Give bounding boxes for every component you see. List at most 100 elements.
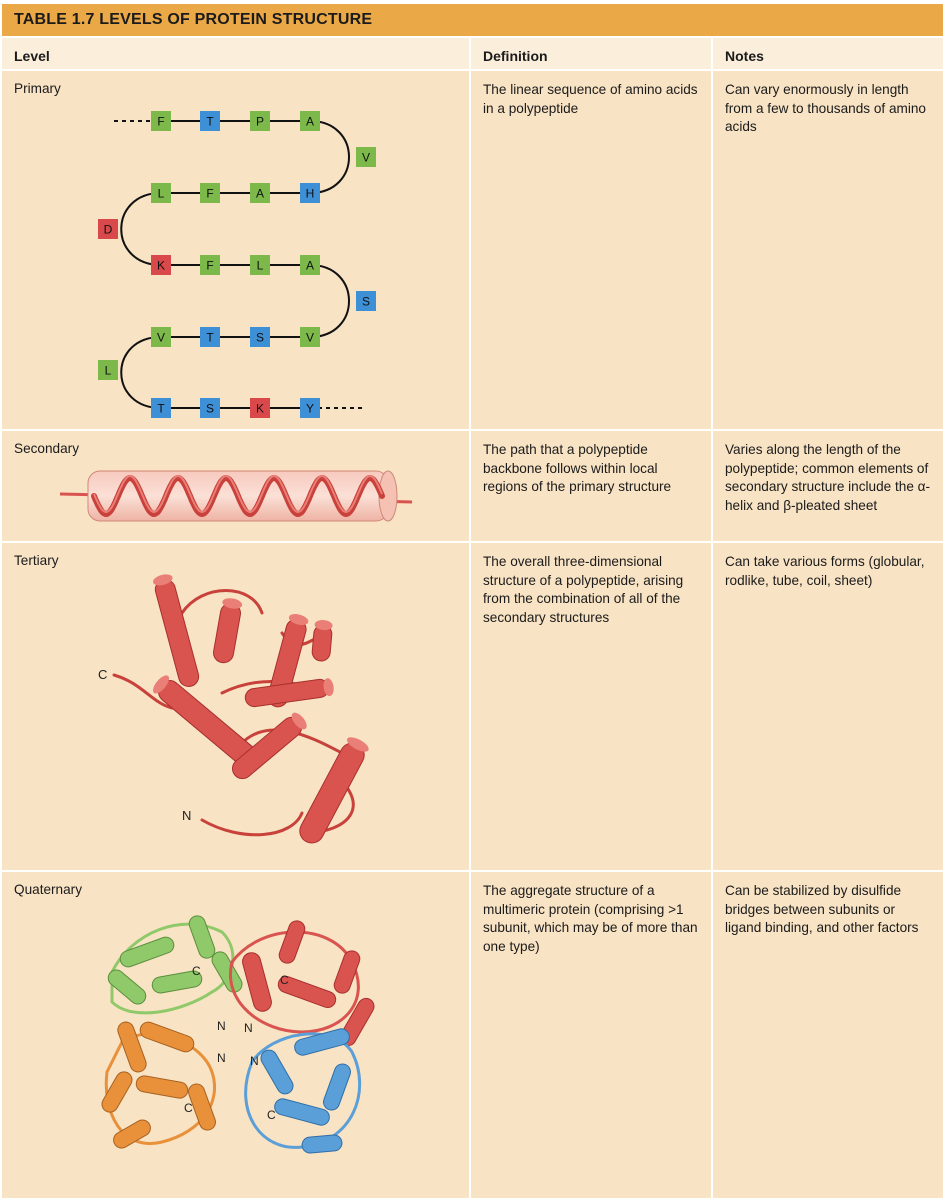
quaternary-label-c-3: C <box>184 1101 193 1115</box>
primary-definition-cell: The linear sequence of amino acids in a … <box>471 71 711 429</box>
tertiary-notes: Can take various forms (globular, rodlik… <box>725 554 925 588</box>
header-level-label: Level <box>14 48 50 64</box>
amino-acid-row1-4: A <box>300 111 320 131</box>
amino-acid-row3-2: F <box>200 255 220 275</box>
tertiary-definition-cell: The overall three-dimensional structure … <box>471 543 711 870</box>
amino-acid-letter: S <box>206 402 214 416</box>
tertiary-level-label: Tertiary <box>14 553 59 568</box>
amino-acid-turn-1: V <box>356 147 376 167</box>
quaternary-notes: Can be stabilized by disulfide bridges b… <box>725 883 919 935</box>
quaternary-definition-cell: The aggregate structure of a multimeric … <box>471 872 711 1198</box>
amino-acid-letter: L <box>105 364 112 378</box>
tertiary-structure-diagram: C N <box>98 574 369 844</box>
quaternary-label-n-1: N <box>217 1019 226 1033</box>
amino-acid-row2-2: F <box>200 183 220 203</box>
quaternary-label-n-3: N <box>217 1051 226 1065</box>
amino-acid-row3-3: L <box>250 255 270 275</box>
primary-notes-cell: Can vary enormously in length from a few… <box>713 71 943 429</box>
amino-acid-letter: K <box>256 402 264 416</box>
amino-acid-letter: A <box>256 187 264 201</box>
primary-structure-diagram: F T P A L F A H K F L A V T S V T S K Y V D S L <box>98 111 376 418</box>
tertiary-n-terminus-label: N <box>182 808 191 823</box>
secondary-notes: Varies along the length of the polypepti… <box>725 442 931 513</box>
amino-acid-letter: H <box>306 187 315 201</box>
amino-acid-row1-1: F <box>151 111 171 131</box>
amino-acid-turn-3: S <box>356 291 376 311</box>
quaternary-structure-diagram: C C N N N N C C <box>101 915 375 1154</box>
secondary-level-cell: Secondary <box>2 431 469 541</box>
amino-acid-letter: T <box>157 402 165 416</box>
secondary-definition-cell: The path that a polypeptide backbone fol… <box>471 431 711 541</box>
primary-level-label: Primary <box>14 81 61 96</box>
tertiary-level-cell: Tertiary C N <box>2 543 469 870</box>
secondary-definition: The path that a polypeptide backbone fol… <box>483 442 672 494</box>
chain-turn-3 <box>309 264 350 338</box>
amino-acid-letter: S <box>256 331 264 345</box>
amino-acid-row4-3: S <box>250 327 270 347</box>
amino-acid-letter: F <box>206 259 213 273</box>
quaternary-label-c-4: C <box>267 1108 276 1122</box>
amino-acid-letter: V <box>362 151 370 165</box>
amino-acid-row5-4: Y <box>300 398 320 418</box>
amino-acid-row4-1: V <box>151 327 171 347</box>
amino-acid-letter: F <box>206 187 213 201</box>
header-notes-label: Notes <box>725 48 764 64</box>
tertiary-definition: The overall three-dimensional structure … <box>483 554 684 625</box>
amino-acid-row5-2: S <box>200 398 220 418</box>
primary-notes: Can vary enormously in length from a few… <box>725 82 926 134</box>
alpha-helix-diagram <box>59 470 413 522</box>
quaternary-definition: The aggregate structure of a multimeric … <box>483 883 698 954</box>
quaternary-level-label: Quaternary <box>14 882 83 897</box>
subunit-red <box>229 920 375 1047</box>
chain-turn-2 <box>120 192 162 266</box>
amino-acid-row3-4: A <box>300 255 320 275</box>
secondary-level-label: Secondary <box>14 441 79 456</box>
secondary-notes-cell: Varies along the length of the polypepti… <box>713 431 943 541</box>
amino-acid-row1-3: P <box>250 111 270 131</box>
amino-acid-letter: L <box>158 187 165 201</box>
quaternary-label-n-4: N <box>250 1054 259 1068</box>
header-notes: Notes <box>713 38 943 69</box>
helix-ribbon-highlight <box>93 474 383 514</box>
header-definition-label: Definition <box>483 48 548 64</box>
amino-acid-row2-3: A <box>250 183 270 203</box>
amino-acid-row2-1: L <box>151 183 171 203</box>
tertiary-notes-cell: Can take various forms (globular, rodlik… <box>713 543 943 870</box>
amino-acid-row1-2: T <box>200 111 220 131</box>
tertiary-c-terminus-label: C <box>98 667 107 682</box>
amino-acid-letter: L <box>257 259 264 273</box>
amino-acid-row5-1: T <box>151 398 171 418</box>
primary-level-cell: Primary F T P A L F A H K F L A V T S V T S K Y V D S L <box>2 71 469 429</box>
amino-acid-letter: T <box>206 115 214 129</box>
primary-definition: The linear sequence of amino acids in a … <box>483 82 698 116</box>
amino-acid-turn-4: L <box>98 360 118 380</box>
subunit-orange <box>101 1021 217 1149</box>
amino-acid-turn-2: D <box>98 219 118 239</box>
tertiary-helices <box>152 574 369 844</box>
amino-acid-letter: V <box>306 331 314 345</box>
amino-acid-row3-1: K <box>151 255 171 275</box>
amino-acid-letter: F <box>157 115 164 129</box>
amino-acid-letter: P <box>256 115 264 129</box>
chain-backbone <box>114 120 364 409</box>
quaternary-label-c-1: C <box>192 964 201 978</box>
quaternary-label-n-2: N <box>244 1021 253 1035</box>
chain-turn-4 <box>120 336 162 409</box>
header-definition: Definition <box>471 38 711 69</box>
quaternary-level-cell: Quaternary <box>2 872 469 1198</box>
amino-acid-row4-2: T <box>200 327 220 347</box>
amino-acid-sequence: F T P A L F A H K F L A V T S V T S K Y V D S L <box>98 111 376 418</box>
amino-acid-letter: D <box>104 223 113 237</box>
header-level: Level <box>2 38 469 69</box>
amino-acid-letter: V <box>157 331 165 345</box>
amino-acid-row5-3: K <box>250 398 270 418</box>
quaternary-label-c-2: C <box>280 973 289 987</box>
amino-acid-letter: A <box>306 115 314 129</box>
subunit-blue <box>244 1028 362 1154</box>
amino-acid-letter: T <box>206 331 214 345</box>
subunit-green <box>107 915 243 1015</box>
amino-acid-letter: K <box>157 259 165 273</box>
amino-acid-row2-4: H <box>300 183 320 203</box>
amino-acid-letter: S <box>362 295 370 309</box>
